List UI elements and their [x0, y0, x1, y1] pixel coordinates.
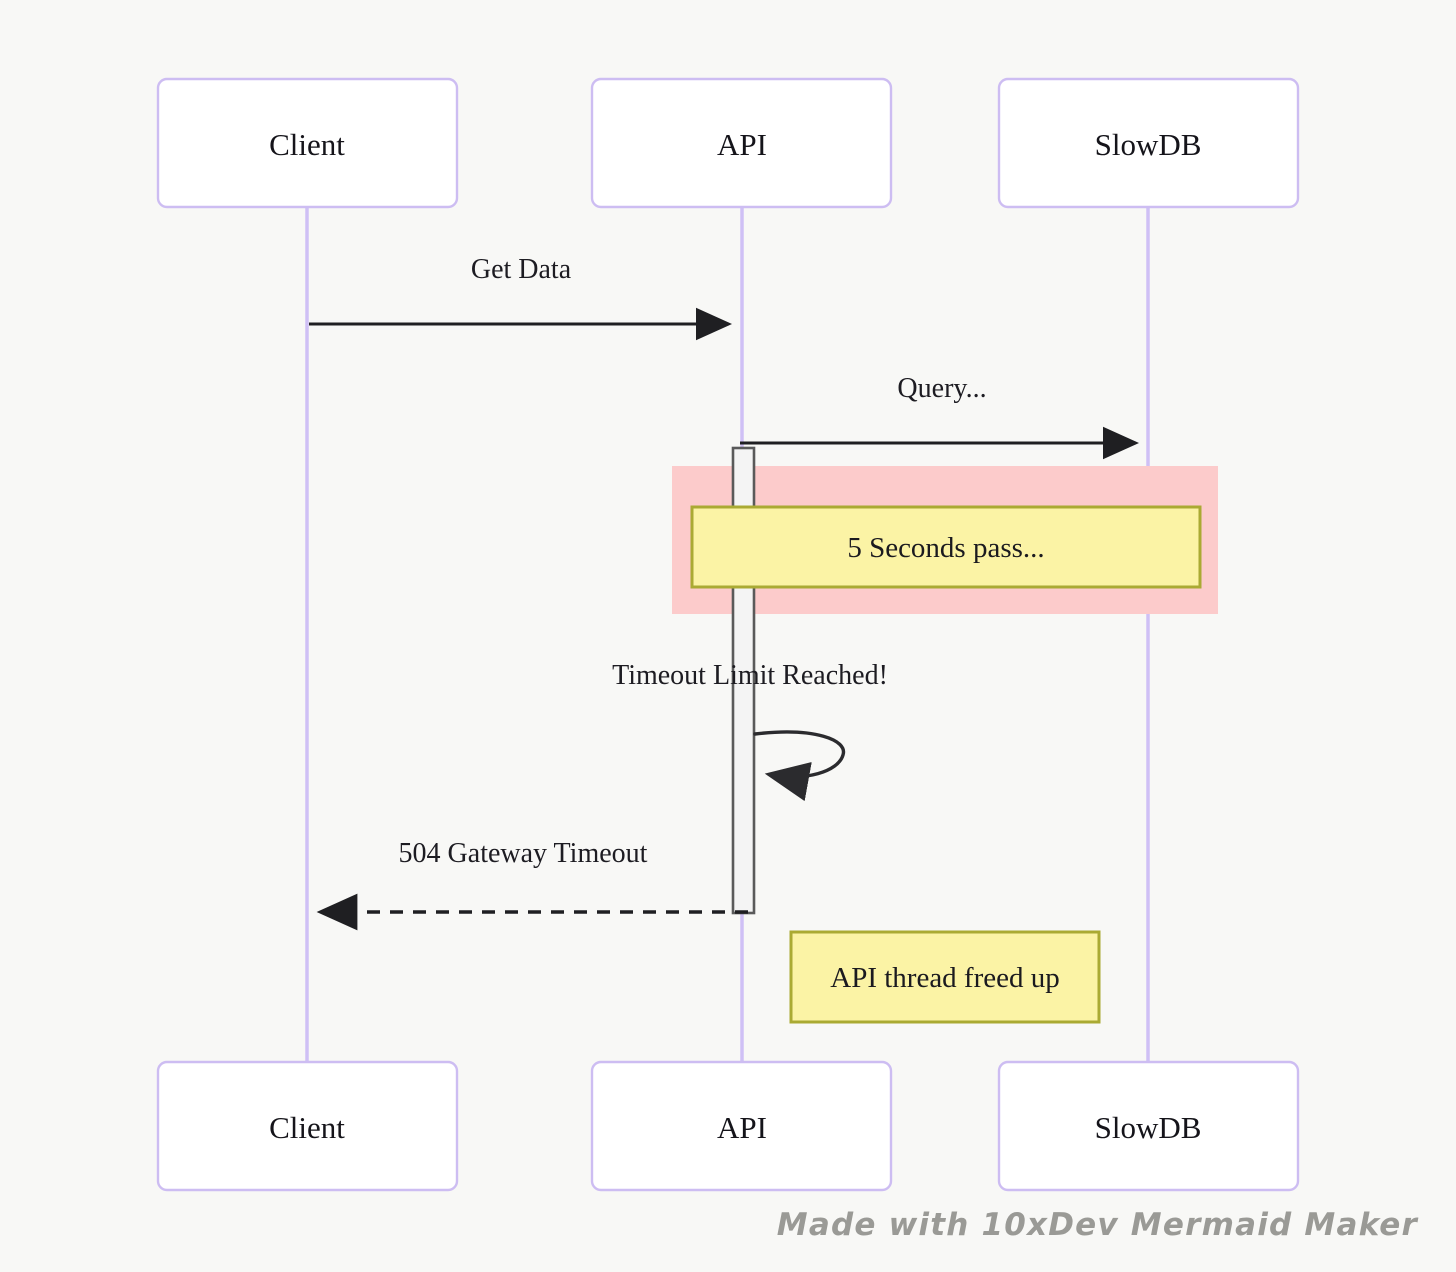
message-504-gateway-timeout[interactable]: 504 Gateway Timeout [316, 838, 748, 931]
actor-boxes-bottom: Client API SlowDB [156, 1060, 1300, 1192]
message-get-data[interactable]: Get Data [309, 254, 732, 341]
actor-box-slowdb-top-rect[interactable] [997, 77, 1300, 209]
actor-label-api-top: API [717, 127, 767, 162]
message-label-query: Query... [897, 373, 986, 404]
actor-label-slowdb-bottom: SlowDB [1095, 1110, 1202, 1145]
message-query[interactable]: Query... [740, 373, 1139, 460]
message-label-504-gateway-timeout: 504 Gateway Timeout [399, 838, 648, 869]
actor-label-client-bottom: Client [269, 1110, 345, 1145]
actor-box-client-bottom[interactable]: Client [156, 1060, 459, 1192]
note-seconds-pass-label: 5 Seconds pass... [847, 532, 1044, 564]
message-label-get-data: Get Data [471, 254, 572, 285]
note-thread-freed-label: API thread freed up [830, 962, 1060, 994]
note-seconds-pass-rect[interactable] [690, 505, 1202, 589]
actor-box-api-bottom[interactable]: API [590, 1060, 893, 1192]
message-label-timeout-limit-reached: Timeout Limit Reached! [612, 660, 888, 691]
actor-box-slowdb-top[interactable]: SlowDB [997, 77, 1300, 209]
actor-box-client-bottom-rect[interactable] [156, 1060, 459, 1192]
note-thread-freed-rect[interactable] [789, 930, 1101, 1024]
message-timeout-limit-reached[interactable]: Timeout Limit Reached! [612, 660, 888, 802]
actor-box-api-bottom-rect[interactable] [590, 1060, 893, 1192]
actor-box-slowdb-bottom-rect[interactable] [997, 1060, 1300, 1192]
message-selfloop-arrow-timeout[interactable] [753, 730, 846, 802]
actor-box-api-top-rect[interactable] [590, 77, 893, 209]
actor-label-api-bottom: API [717, 1110, 767, 1145]
actor-label-client-top: Client [269, 127, 345, 162]
actor-boxes-top: Client API SlowDB [156, 77, 1300, 209]
note-thread-freed[interactable]: API thread freed up [789, 930, 1101, 1024]
watermark-label: Made with 10xDev Mermaid Maker [777, 1207, 1419, 1243]
actor-box-api-top[interactable]: API [590, 77, 893, 209]
actor-box-slowdb-bottom[interactable]: SlowDB [997, 1060, 1300, 1192]
actor-box-client-top-rect[interactable] [156, 77, 459, 209]
actor-label-slowdb-top: SlowDB [1095, 127, 1202, 162]
actor-box-client-top[interactable]: Client [156, 77, 459, 209]
note-seconds-pass[interactable]: 5 Seconds pass... [690, 505, 1202, 589]
